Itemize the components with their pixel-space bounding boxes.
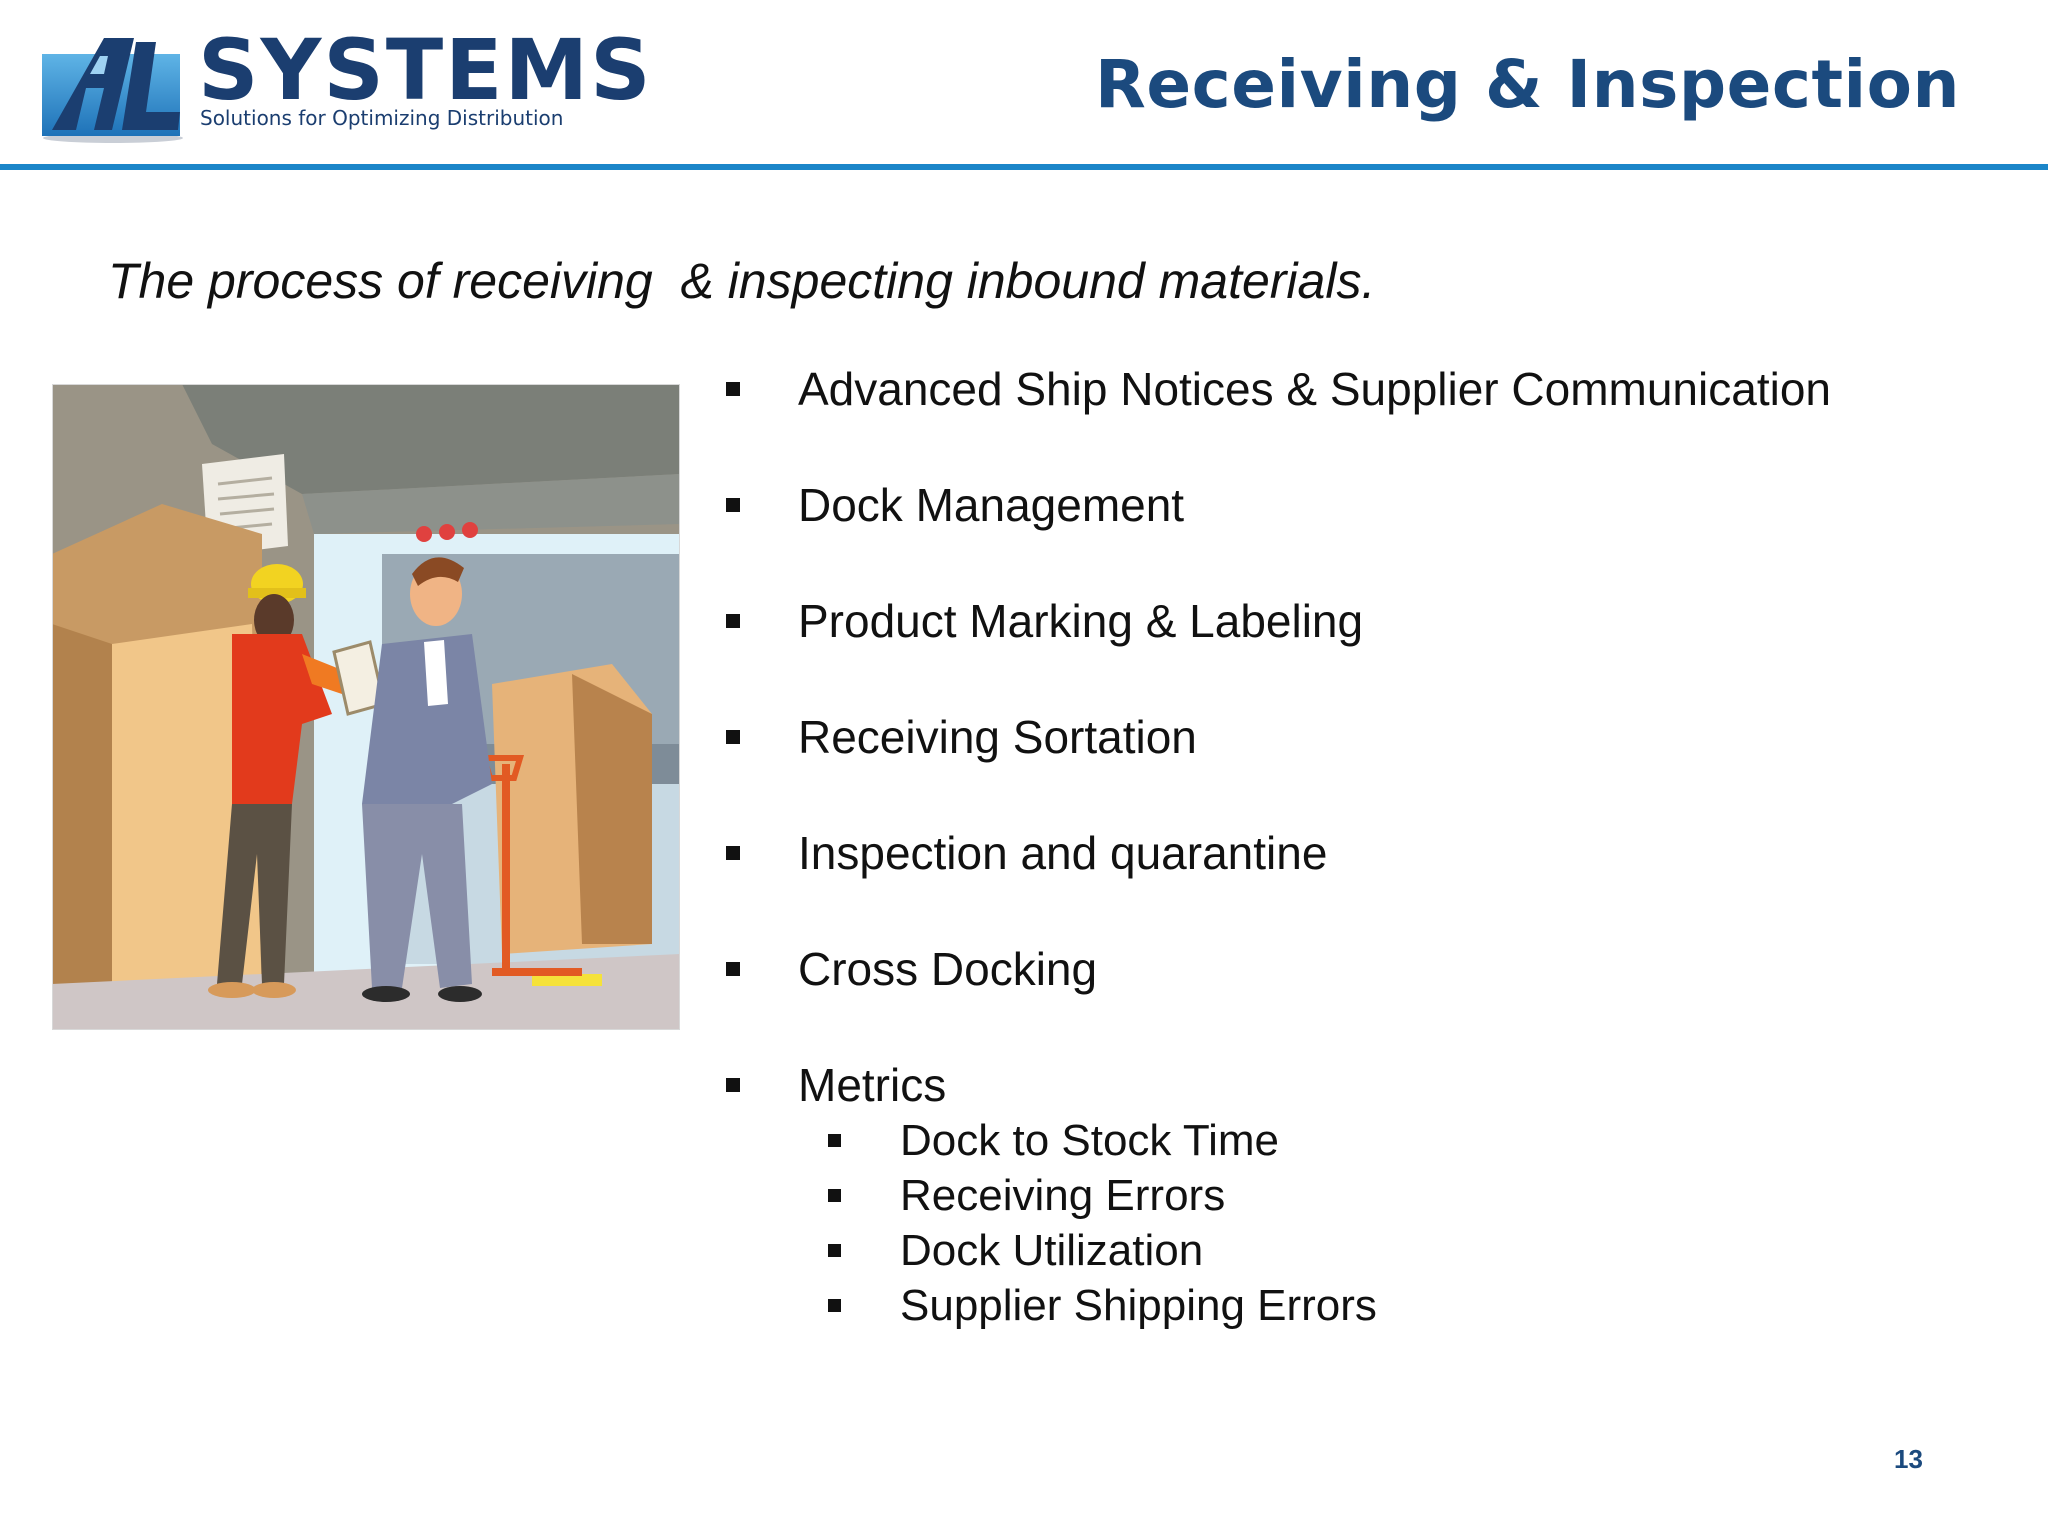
square-bullet-icon bbox=[726, 498, 740, 512]
square-bullet-icon bbox=[726, 1078, 740, 1092]
page-number: 13 bbox=[1894, 1444, 1923, 1474]
square-bullet-icon bbox=[726, 382, 740, 396]
square-bullet-icon bbox=[726, 962, 740, 976]
al-logo-mark-icon bbox=[42, 38, 183, 143]
sub-bullet-label: Dock Utilization bbox=[900, 1226, 1204, 1275]
slide-title: Receiving & Inspection bbox=[1095, 46, 1960, 123]
logo-wordmark: SYSTEMS bbox=[198, 21, 653, 119]
square-bullet-icon bbox=[828, 1244, 841, 1257]
header-divider bbox=[0, 164, 2048, 170]
company-logo: SYSTEMS Solutions for Optimizing Distrib… bbox=[28, 14, 651, 144]
warehouse-receiving-illustration-icon bbox=[52, 384, 680, 1030]
sub-bullet-label: Supplier Shipping Errors bbox=[900, 1281, 1377, 1330]
square-bullet-icon bbox=[726, 730, 740, 744]
bullet-label: Inspection and quarantine bbox=[798, 827, 1328, 879]
bullet-label: Product Marking & Labeling bbox=[798, 595, 1364, 647]
bullet-label: Receiving Sortation bbox=[798, 711, 1197, 763]
square-bullet-icon bbox=[828, 1189, 841, 1202]
bullet-label: Dock Management bbox=[798, 479, 1185, 531]
logo-tagline: Solutions for Optimizing Distribution bbox=[200, 106, 564, 130]
bullet-label: Metrics bbox=[798, 1059, 947, 1111]
sub-bullet-label: Dock to Stock Time bbox=[900, 1116, 1280, 1165]
bullet-label: Advanced Ship Notices & Supplier Communi… bbox=[798, 363, 1831, 415]
square-bullet-icon bbox=[726, 846, 740, 860]
square-bullet-icon bbox=[726, 614, 740, 628]
square-bullet-icon bbox=[828, 1299, 841, 1312]
square-bullet-icon bbox=[828, 1134, 841, 1147]
sub-bullet-label: Receiving Errors bbox=[900, 1171, 1226, 1220]
slide-subtitle: The process of receiving & inspecting in… bbox=[108, 253, 1376, 309]
bullet-label: Cross Docking bbox=[798, 943, 1098, 995]
